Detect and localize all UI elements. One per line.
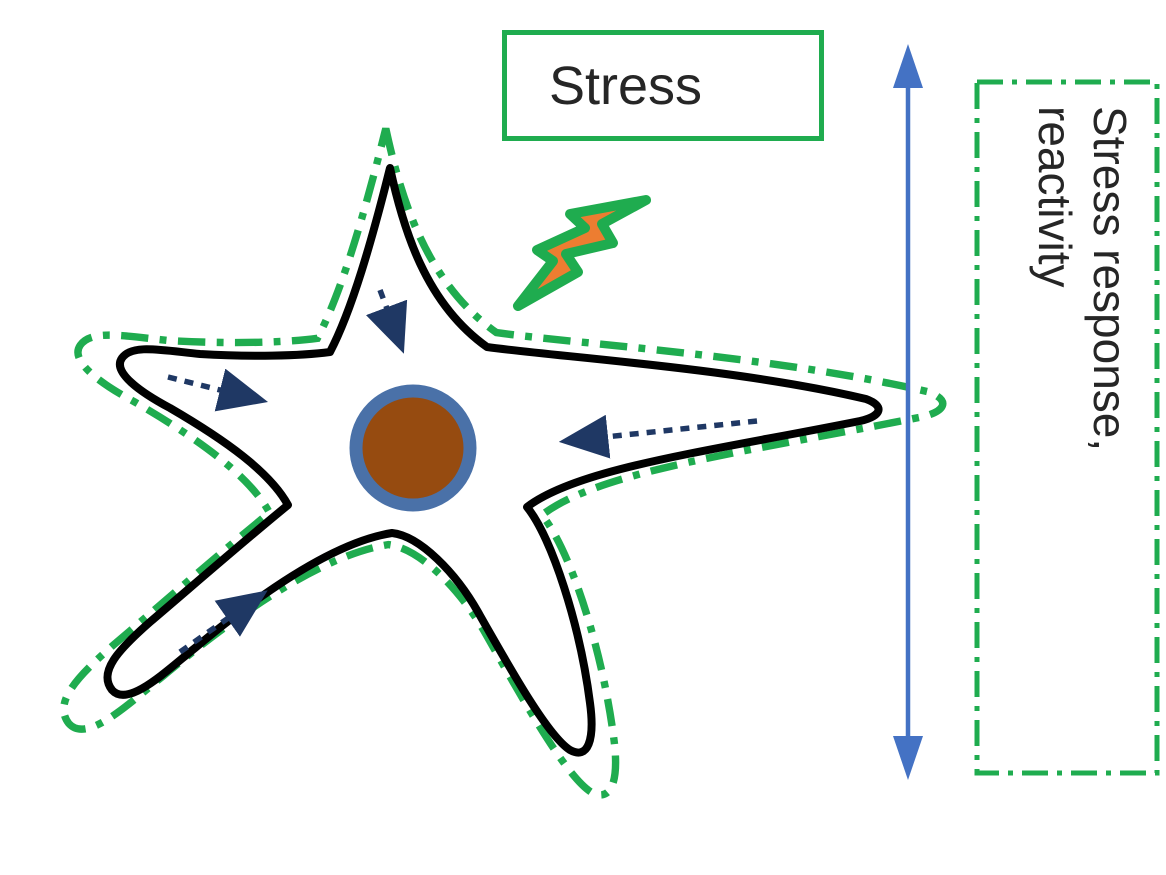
inward-arrows — [167, 289, 758, 655]
axis-arrowhead-up — [893, 44, 923, 88]
lightning-bolt-icon — [513, 195, 651, 311]
side-panel-label-line1: Stress response, — [1084, 106, 1136, 452]
side-panel-label: Stress response, reactivity — [1027, 106, 1137, 746]
axis-arrowhead-down — [893, 736, 923, 780]
nucleus — [349, 384, 477, 512]
stress-axis-double-arrow — [893, 44, 923, 780]
stress-label-box: Stress — [502, 30, 824, 141]
side-panel-border — [974, 79, 1160, 776]
side-panel-label-line2: reactivity — [1029, 106, 1081, 288]
stress-label: Stress — [549, 55, 703, 116]
cell-membrane-outline — [103, 164, 883, 757]
inward-arrow-right — [558, 414, 758, 459]
reactive-morphology-outline — [60, 127, 947, 799]
